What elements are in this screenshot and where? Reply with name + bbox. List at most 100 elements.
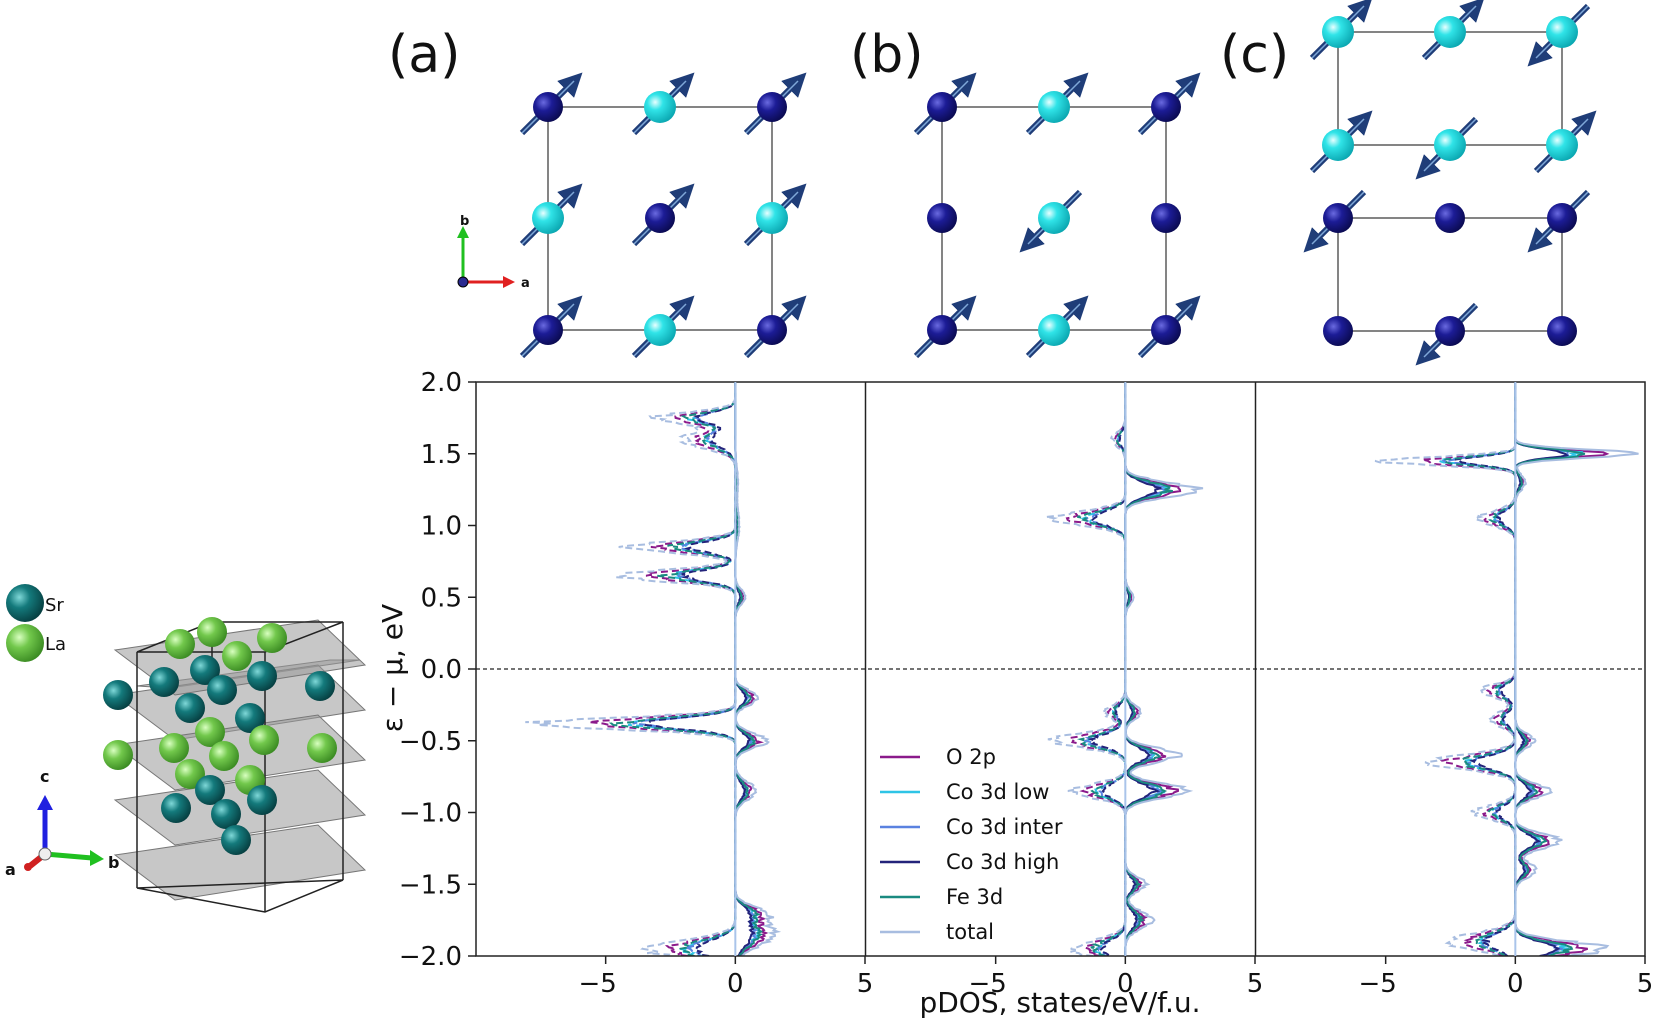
co-low-spin-atom [1322, 129, 1354, 161]
sr-atom [103, 680, 133, 710]
co-low-spin-atom [532, 202, 564, 234]
legend-label: Fe 3d [946, 885, 1003, 909]
co-high-spin-atom [1547, 316, 1577, 346]
curve-co-3d-inter-down [1082, 382, 1127, 956]
la-atom [257, 623, 287, 653]
structure-axis-a-label: a [5, 860, 16, 879]
co-low-spin-atom [1546, 16, 1578, 48]
sr-atom [161, 793, 191, 823]
co-high-spin-atom [533, 92, 563, 122]
la-atom [103, 740, 133, 770]
co-high-spin-atom [1151, 315, 1181, 345]
la-atom [222, 641, 252, 671]
x-axis-title: pDOS, states/eV/f.u. [919, 986, 1200, 1019]
x-tick-label: 5 [1247, 969, 1264, 999]
co-high-spin-atom [1151, 203, 1181, 233]
co-low-spin-atom [1038, 202, 1070, 234]
co-high-spin-atom [1151, 92, 1181, 122]
panel-label-c: (c) [1220, 25, 1289, 85]
x-tick-label: 5 [1637, 969, 1654, 999]
la-atom [159, 733, 189, 763]
sr-atom [247, 785, 277, 815]
curve-co-3d-inter-up [1124, 382, 1167, 956]
x-tick-label: 0 [727, 969, 744, 999]
structure-axis-indicator: c b a [5, 767, 119, 879]
legend-la-atom [6, 624, 44, 662]
sr-atom [247, 661, 277, 691]
lattice-axis-a-label: a [521, 276, 530, 291]
co-low-spin-atom [1322, 16, 1354, 48]
la-atom [307, 733, 337, 763]
y-tick-label: 0.5 [421, 583, 462, 613]
y-tick-label: 1.5 [421, 440, 462, 470]
sr-atom [211, 799, 241, 829]
lattice-axis-indicator: b a [457, 214, 530, 291]
legend-sr-atom [6, 584, 44, 622]
la-atom [209, 741, 239, 771]
co-low-spin-atom [644, 314, 676, 346]
y-axis-title: ε − μ, eV [376, 604, 409, 732]
sr-atom [149, 667, 179, 697]
curve-co-3d-low-down [1080, 382, 1127, 956]
curve-co-3d-low-up [1124, 382, 1172, 956]
structure-axis-b-label: b [108, 853, 119, 872]
legend-label: Co 3d low [946, 780, 1049, 804]
sr-atom [207, 675, 237, 705]
la-atom [175, 759, 205, 789]
sr-atom [221, 825, 251, 855]
co-high-spin-atom [757, 315, 787, 345]
y-tick-label: −2.0 [399, 942, 462, 972]
co-low-spin-atom [644, 91, 676, 123]
sr-atom [190, 655, 220, 685]
la-atom [197, 617, 227, 647]
co-high-spin-atom [645, 203, 675, 233]
legend-la-label: La [45, 634, 66, 655]
legend-sr-label: Sr [45, 595, 64, 616]
legend-label: Co 3d high [946, 850, 1059, 874]
x-tick-label: −5 [1359, 969, 1397, 999]
legend-label: O 2p [946, 745, 996, 769]
x-tick-label: 0 [1507, 969, 1524, 999]
co-low-spin-atom [1546, 129, 1578, 161]
co-low-spin-atom [1434, 16, 1466, 48]
co-low-spin-atom [1038, 91, 1070, 123]
co-high-spin-atom [533, 315, 563, 345]
co-high-spin-atom [1323, 203, 1353, 233]
pdos-axes-frame [475, 381, 1646, 957]
co-high-spin-atom [1435, 316, 1465, 346]
x-tick-label: −5 [969, 969, 1007, 999]
x-tick-label: −5 [579, 969, 617, 999]
y-tick-label: 0.0 [421, 655, 462, 685]
co-high-spin-atom [1547, 203, 1577, 233]
sr-atom [235, 703, 265, 733]
y-tick-label: 1.0 [421, 512, 462, 542]
co-high-spin-atom [927, 203, 957, 233]
y-tick-label: −0.5 [399, 727, 462, 757]
sr-atom [175, 693, 205, 723]
x-tick-label: 5 [857, 969, 874, 999]
crystal-structure: Sr La c b a [5, 584, 367, 913]
co-low-spin-atom [756, 202, 788, 234]
co-low-spin-atom [1434, 129, 1466, 161]
co-high-spin-atom [757, 92, 787, 122]
sr-atom [305, 671, 335, 701]
co-high-spin-atom [927, 315, 957, 345]
structure-atoms [103, 617, 337, 855]
x-tick-label: 0 [1117, 969, 1134, 999]
panel-label-b: (b) [850, 25, 924, 85]
lattice-frames [547, 31, 1563, 332]
la-atom [165, 629, 195, 659]
legend-label: total [946, 920, 994, 944]
structure-axis-c-label: c [40, 767, 49, 786]
panel-label-a: (a) [388, 25, 460, 85]
la-atom [195, 717, 225, 747]
lattice-axis-b-label: b [460, 214, 469, 229]
la-atom [249, 725, 279, 755]
co-low-spin-atom [1038, 314, 1070, 346]
co-high-spin-atom [1435, 203, 1465, 233]
y-tick-label: −1.5 [399, 870, 462, 900]
